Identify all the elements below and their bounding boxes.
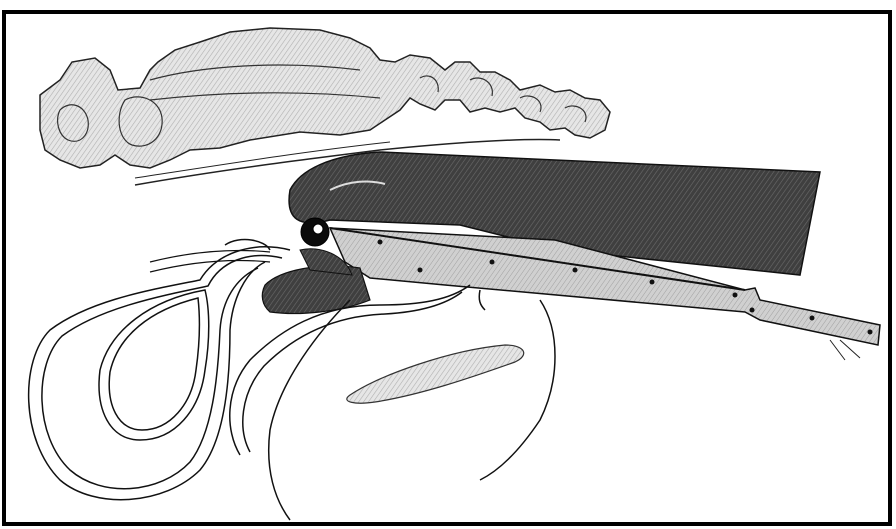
anatomical-diagram (0, 0, 896, 529)
diagram-canvas (0, 0, 896, 529)
